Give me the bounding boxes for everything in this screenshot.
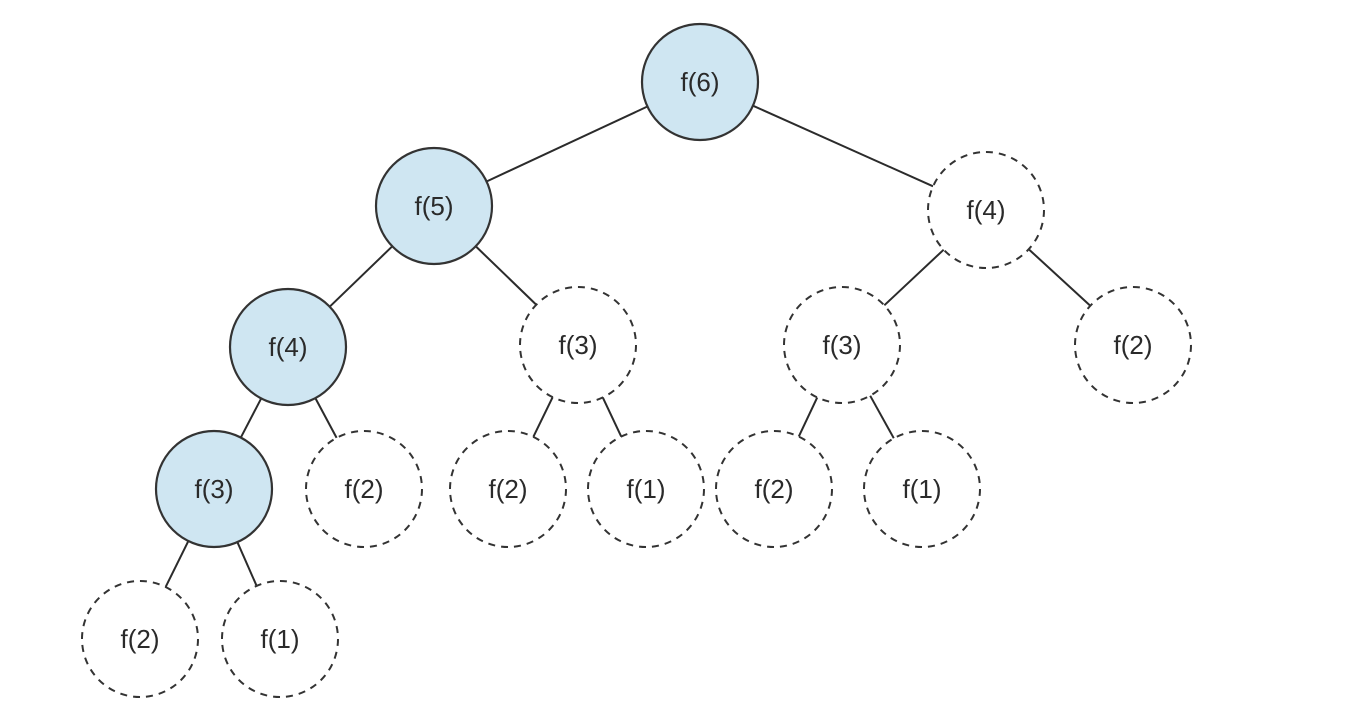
skipped-node-circle (863, 430, 981, 548)
node-label: f(2) (121, 624, 160, 654)
edge-n3l-n1d (236, 541, 258, 587)
tree-node-n5: f(5) (374, 146, 494, 266)
skipped-node-circle (519, 286, 637, 404)
skipped-node-circle (783, 286, 901, 404)
tree-node-n1c: f(1) (863, 430, 981, 548)
skipped-node-circle (449, 430, 567, 548)
tree-node-n1d: f(1) (221, 580, 339, 698)
node-label: f(2) (345, 474, 384, 504)
tree-node-n2rr: f(2) (1074, 286, 1192, 404)
skipped-node-circle (715, 430, 833, 548)
node-label: f(2) (489, 474, 528, 504)
node-label: f(6) (681, 67, 720, 97)
node-label: f(1) (261, 624, 300, 654)
tree-node-n2b: f(2) (449, 430, 567, 548)
tree-node-n2d: f(2) (81, 580, 199, 698)
edge-n6-n5 (486, 105, 648, 183)
node-label: f(4) (967, 195, 1006, 225)
tree-nodes: f(6) f(5) f(4) f(4) f(3) f(3) f(2) f(3) f(2) f(2)… (81, 22, 1192, 698)
tree-node-n2c: f(2) (715, 430, 833, 548)
skipped-node-circle (305, 430, 423, 548)
node-label: f(3) (823, 330, 862, 360)
skipped-node-circle (81, 580, 199, 698)
node-label: f(4) (269, 332, 308, 362)
tree-node-n3l: f(3) (154, 429, 274, 549)
edge-n3m-n2b (532, 396, 554, 438)
tree-node-n2a: f(2) (305, 430, 423, 548)
skipped-node-circle (1074, 286, 1192, 404)
node-label: f(5) (415, 191, 454, 221)
skipped-node-circle (587, 430, 705, 548)
computed-node-circle (154, 429, 274, 549)
skipped-node-circle (927, 151, 1045, 269)
edge-n6-n4r (752, 104, 934, 188)
tree-node-n3m: f(3) (519, 286, 637, 404)
edge-n3m-n1b (601, 397, 623, 437)
edge-n3r-n1c (869, 395, 895, 439)
edge-n5-n4l (329, 245, 393, 308)
skipped-node-circle (221, 580, 339, 698)
node-label: f(2) (1114, 330, 1153, 360)
node-label: f(1) (903, 474, 942, 504)
tree-node-n1b: f(1) (587, 430, 705, 548)
edge-n4r-n3r (883, 248, 945, 307)
computed-node-circle (640, 22, 760, 142)
node-label: f(3) (195, 474, 234, 504)
node-label: f(2) (755, 474, 794, 504)
edge-n4r-n2rr (1028, 248, 1091, 307)
node-label: f(3) (559, 330, 598, 360)
computed-node-circle (374, 146, 494, 266)
tree-node-n6: f(6) (640, 22, 760, 142)
tree-node-n4r: f(4) (927, 151, 1045, 269)
edge-n5-n3m (475, 245, 537, 306)
edge-n4l-n3l (239, 397, 263, 439)
node-label: f(1) (627, 474, 666, 504)
tree-edges (164, 104, 1091, 588)
computed-node-circle (228, 287, 348, 407)
tree-node-n4l: f(4) (228, 287, 348, 407)
edge-n3l-n2d (164, 540, 190, 588)
tree-node-n3r: f(3) (783, 286, 901, 404)
edge-n3r-n2c (797, 397, 819, 437)
edge-n4l-n2a (314, 397, 338, 439)
